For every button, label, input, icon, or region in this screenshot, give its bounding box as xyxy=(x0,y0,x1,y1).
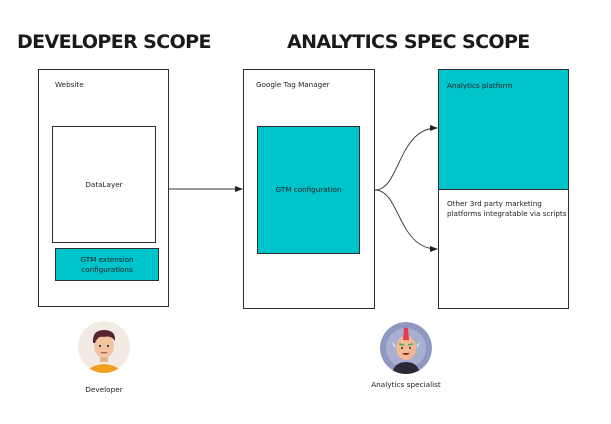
developer-caption: Developer xyxy=(85,385,123,394)
gtm-configuration-box: GTM configuration xyxy=(257,126,360,254)
datalayer-label: DataLayer xyxy=(85,179,123,189)
gtm-extension-label: GTM extension configurations xyxy=(80,254,134,274)
analytics-specialist-caption: Analytics specialist xyxy=(371,380,441,389)
developer-scope-heading: DEVELOPER SCOPE xyxy=(17,31,211,53)
google-tag-manager-label: Google Tag Manager xyxy=(256,80,330,89)
developer-avatar xyxy=(78,321,130,373)
third-party-platforms-box xyxy=(438,189,569,309)
arrow-gtm-to-analytics-platform xyxy=(374,125,438,191)
arrow-gtm-to-third-party xyxy=(374,189,438,252)
datalayer-box: DataLayer xyxy=(52,126,156,243)
analytics-spec-scope-heading: ANALYTICS SPEC SCOPE xyxy=(287,31,530,53)
analytics-platform-label: Analytics platform xyxy=(447,81,513,90)
third-party-platforms-label-line1: Other 3rd party marketing xyxy=(447,199,542,208)
analytics-specialist-avatar xyxy=(380,322,432,374)
third-party-platforms-label-line2: platforms integratable via scripts xyxy=(447,209,567,218)
gtm-extension-box: GTM extension configurations xyxy=(55,248,159,281)
developer-avatar-icon xyxy=(78,321,130,373)
website-label: Website xyxy=(55,80,84,89)
gtm-configuration-label: GTM configuration xyxy=(275,185,342,194)
analytics-specialist-avatar-icon xyxy=(380,322,432,374)
